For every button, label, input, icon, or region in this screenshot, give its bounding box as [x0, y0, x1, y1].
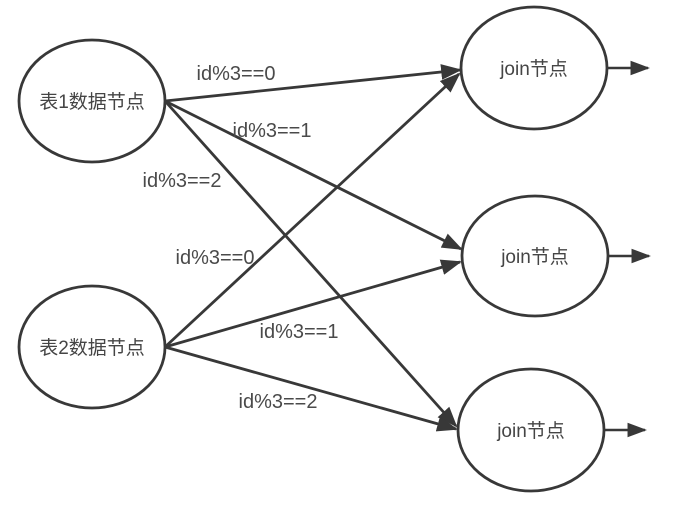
node-join3: join节点 [456, 367, 606, 493]
edges-from-table1 [163, 64, 463, 428]
node-table1-shape [17, 38, 167, 164]
node-join3-label: join节点 [496, 420, 565, 442]
node-join1-label: join节点 [499, 58, 568, 80]
edge-label-t2-j3: id%3==2 [239, 391, 318, 413]
edge-table1-join3 [163, 100, 458, 428]
node-join3-shape [456, 367, 606, 493]
edge-label-t1-j3: id%3==2 [143, 170, 222, 192]
node-table2-label: 表2数据节点 [39, 337, 145, 359]
node-table2-shape [17, 284, 167, 410]
edge-label-t2-j1: id%3==0 [176, 247, 255, 269]
edge-labels: id%3==0 id%3==1 id%3==2 id%3==0 id%3==1 … [143, 63, 339, 413]
node-join1: join节点 [459, 5, 609, 131]
edge-label-t1-j1: id%3==0 [197, 63, 276, 85]
edge-table2-join1 [164, 72, 461, 349]
node-join2: join节点 [460, 194, 610, 318]
edges-from-table2 [164, 72, 463, 432]
output-arrows [603, 60, 651, 438]
node-join2-shape [460, 194, 610, 318]
node-table1-label: 表1数据节点 [39, 91, 145, 113]
edge-table1-join1 [164, 64, 463, 103]
node-table1: 表1数据节点 [17, 38, 167, 164]
edge-table1-join2 [164, 99, 463, 251]
edge-table2-join3 [164, 345, 459, 432]
node-table2: 表2数据节点 [17, 284, 167, 410]
node-join1-shape [459, 5, 609, 131]
node-join2-label: join节点 [500, 246, 569, 268]
edge-label-t2-j2: id%3==1 [260, 321, 339, 343]
edge-table2-join2 [164, 259, 463, 349]
edge-label-t1-j2: id%3==1 [233, 120, 312, 142]
